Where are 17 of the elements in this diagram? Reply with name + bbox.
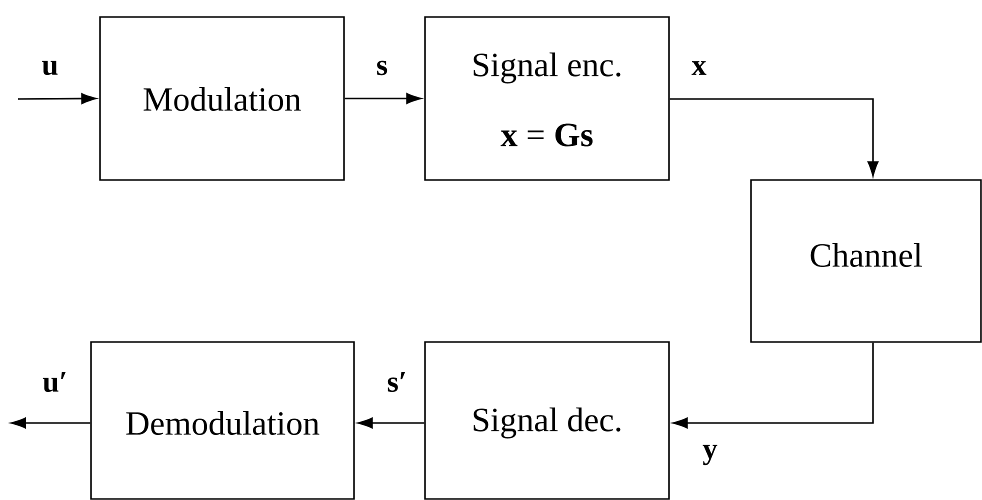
edge-label: u′ [42,372,66,392]
edge-label: x [692,61,706,75]
process-box: Channel [750,179,982,343]
arrow [670,98,878,176]
edge-label: y [702,444,718,466]
process-box: Signal dec. [424,341,670,500]
process-box: Signal enc. x = Gs [424,16,670,181]
arrow [344,93,422,104]
arrow [10,418,90,428]
arrow [18,93,96,104]
arrow [358,418,424,428]
edge-label: s [377,60,388,76]
edge-label: u [42,60,58,76]
arrow [672,342,874,428]
process-box: Modulation [99,16,345,181]
process-box: Demodulation [90,341,355,500]
edge-label: s′ [388,372,406,392]
